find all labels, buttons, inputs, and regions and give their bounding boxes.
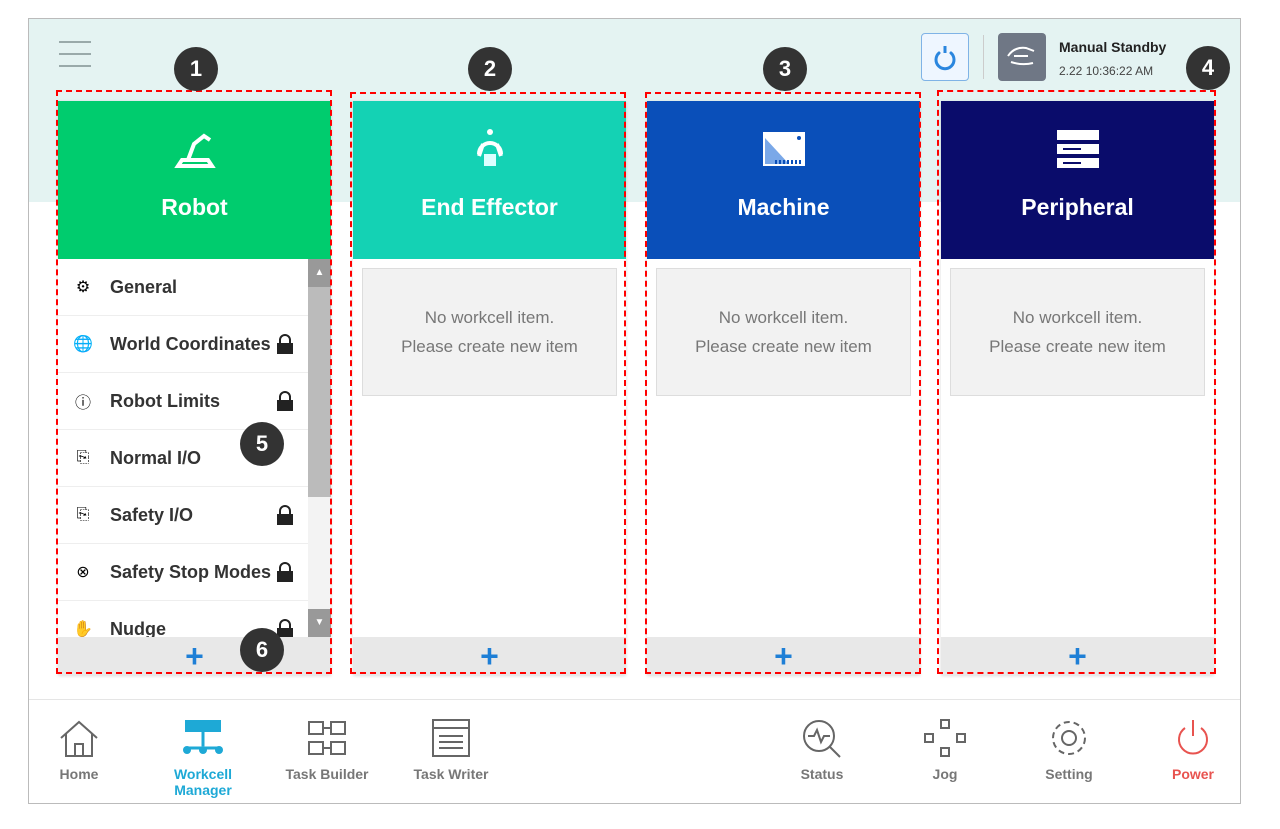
machine-column: Machine No workcell item.Please create n…	[647, 101, 920, 675]
list-item-normal-io[interactable]: ⎘Normal I/O	[58, 430, 308, 487]
machine-header[interactable]: Machine	[647, 101, 920, 259]
column-title: Robot	[161, 194, 228, 220]
refresh-icon	[934, 46, 956, 71]
callout-4: 4	[1186, 46, 1230, 90]
status-text: Manual Standby	[1059, 39, 1167, 55]
lock-icon	[277, 562, 293, 582]
robot-arm-icon: ⚙	[75, 279, 91, 296]
io-icon: ⎘	[76, 449, 90, 466]
end-effector-column: End Effector No workcell item.Please cre…	[353, 101, 626, 675]
scroll-down-button[interactable]: ▼	[308, 609, 331, 637]
gripper-icon	[476, 129, 503, 166]
nav-task-builder[interactable]: Task Builder	[272, 718, 382, 782]
callout-2: 2	[468, 47, 512, 91]
peripheral-header[interactable]: Peripheral	[941, 101, 1214, 259]
nav-power[interactable]: Power	[1138, 718, 1240, 782]
divider	[983, 35, 984, 79]
scroll-up-button[interactable]: ▲	[308, 259, 331, 287]
empty-state: No workcell item.Please create new item	[362, 268, 617, 396]
callout-5: 5	[240, 422, 284, 466]
nav-jog[interactable]: Jog	[890, 718, 1000, 782]
peripheral-column: Peripheral No workcell item.Please creat…	[941, 101, 1214, 675]
callout-1: 1	[174, 47, 218, 91]
scrollbar-thumb[interactable]	[308, 287, 331, 497]
callout-outline-robot	[56, 90, 332, 674]
refresh-button[interactable]	[921, 33, 969, 81]
callout-outline-machine	[645, 92, 921, 674]
add-machine-button[interactable]: +	[647, 637, 920, 675]
status-icon	[803, 720, 841, 758]
globe-icon: 🌐	[73, 336, 93, 353]
nav-setting[interactable]: Setting	[1014, 718, 1124, 782]
add-robot-button[interactable]: +	[58, 637, 331, 675]
timestamp: 2.22 10:36:22 AM	[1059, 64, 1154, 78]
bottom-nav: Home Workcell Manager Task Builder Task …	[29, 699, 1240, 803]
callout-3: 3	[763, 47, 807, 91]
menu-icon[interactable]	[59, 41, 91, 71]
nav-home[interactable]: Home	[29, 718, 134, 782]
callout-outline-peripheral	[937, 90, 1216, 674]
robot-arm-icon	[173, 133, 216, 168]
lock-icon	[277, 391, 293, 411]
column-title: Machine	[737, 194, 830, 220]
nudge-hand-icon: ✋	[73, 621, 93, 637]
column-title: Peripheral	[1021, 194, 1134, 220]
app-window: Manual Standby 2.22 10:36:22 AM Robot ⚙G…	[28, 18, 1241, 804]
add-peripheral-button[interactable]: +	[941, 637, 1214, 675]
nav-task-writer[interactable]: Task Writer	[396, 718, 506, 782]
task-writer-icon	[432, 719, 470, 757]
callout-6: 6	[240, 628, 284, 672]
list-item-general[interactable]: ⚙General	[58, 259, 308, 316]
io-icon: ⎘	[76, 506, 90, 523]
peripheral-icon	[1056, 130, 1099, 168]
nav-status[interactable]: Status	[767, 718, 877, 782]
task-builder-icon	[308, 721, 346, 755]
lock-icon	[277, 619, 293, 637]
list-item-nudge[interactable]: ✋Nudge	[58, 601, 308, 637]
list-item-safety-stop-modes[interactable]: ⊗Safety Stop Modes	[58, 544, 308, 601]
scrollbar[interactable]: ▲ ▼	[308, 259, 331, 637]
limits-icon: ⓘ	[74, 395, 91, 412]
lock-icon	[277, 505, 293, 525]
robot-header[interactable]: Robot	[58, 101, 331, 259]
machine-icon	[762, 132, 805, 166]
lock-icon	[277, 334, 293, 354]
home-icon	[60, 720, 98, 757]
list-item-safety-io[interactable]: ⎘Safety I/O	[58, 487, 308, 544]
gear-icon	[1052, 721, 1086, 755]
stop-icon: ⊗	[76, 564, 90, 581]
add-end-effector-button[interactable]: +	[353, 637, 626, 675]
empty-state: No workcell item.Please create new item	[950, 268, 1205, 396]
nav-workcell-manager[interactable]: Workcell Manager	[148, 718, 258, 798]
end-effector-header[interactable]: End Effector	[353, 101, 626, 259]
empty-state: No workcell item.Please create new item	[656, 268, 911, 396]
callout-outline-end-effector	[350, 92, 626, 674]
column-title: End Effector	[421, 194, 558, 220]
workcell-icon	[183, 720, 223, 754]
manual-mode-button[interactable]	[998, 33, 1046, 81]
list-item-world-coordinates[interactable]: 🌐World Coordinates	[58, 316, 308, 373]
jog-icon	[924, 719, 966, 757]
power-icon	[1178, 720, 1208, 755]
hand-icon	[1007, 46, 1035, 66]
